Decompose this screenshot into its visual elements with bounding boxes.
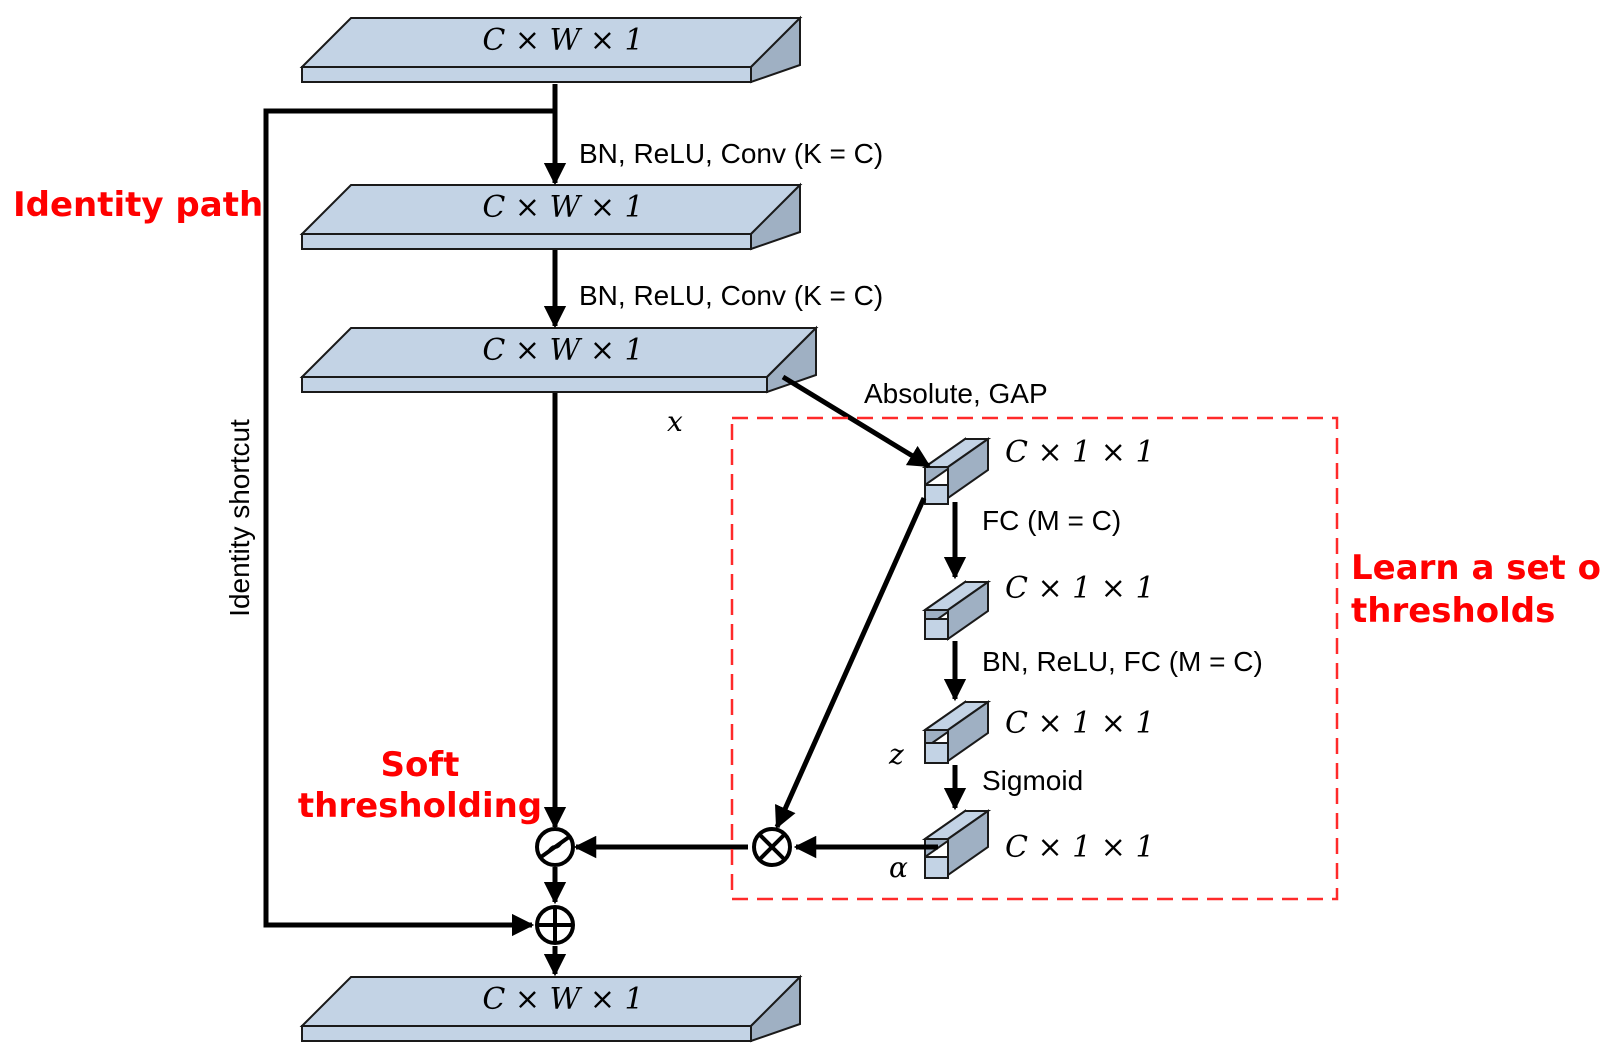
learn-thresholds-annotation-line2: thresholds — [1351, 591, 1555, 631]
block-conv1-output: C × W × 1 — [299, 182, 803, 251]
op-conv1-label: BN, ReLU, Conv (K = C) — [579, 138, 883, 169]
block-fc2-label: C × 1 × 1 — [1005, 706, 1155, 741]
soft-threshold-icon — [535, 827, 575, 867]
soft-thresholding-annotation-line2: thresholding — [298, 786, 542, 826]
op-conv2-label: BN, ReLU, Conv (K = C) — [579, 280, 883, 311]
block-gap-label: C × 1 × 1 — [1005, 435, 1155, 470]
block-sigmoid-label: C × 1 × 1 — [1005, 830, 1155, 865]
op-abs-gap-label: Absolute, GAP — [864, 378, 1048, 409]
block-input-label: C × W × 1 — [482, 23, 643, 58]
block-gap-output — [921, 437, 992, 505]
block-conv2-label: C × W × 1 — [482, 333, 643, 368]
identity-shortcut-line — [263, 84, 558, 937]
identity-shortcut-label: Identity shortcut — [224, 419, 255, 617]
identity-path-annotation: Identity path — [13, 185, 263, 225]
block-output-label: C × W × 1 — [482, 982, 643, 1017]
var-x-label: x — [667, 405, 683, 438]
block-fc2-output — [921, 700, 992, 764]
arrow-absolute-gap — [781, 374, 931, 469]
learn-thresholds-annotation-line1: Learn a set of — [1351, 548, 1600, 588]
multiply-icon — [752, 827, 792, 867]
soft-thresholding-annotation-line1: Soft — [381, 745, 460, 785]
block-fc1-output — [921, 580, 992, 641]
var-z-label: z — [888, 738, 904, 771]
block-conv2-output: C × W × 1 — [299, 325, 819, 394]
op-fc2-label: BN, ReLU, FC (M = C) — [982, 646, 1263, 677]
arrow-gap-to-multiply — [774, 496, 927, 830]
op-fc1-label: FC (M = C) — [982, 505, 1121, 536]
op-sigmoid-label: Sigmoid — [982, 765, 1083, 796]
block-conv1-label: C × W × 1 — [482, 190, 643, 225]
block-input: C × W × 1 — [299, 15, 803, 84]
var-alpha-label: α — [889, 851, 908, 884]
add-icon — [535, 905, 575, 945]
block-output: C × W × 1 — [299, 974, 803, 1043]
block-fc1-label: C × 1 × 1 — [1005, 571, 1155, 606]
threshold-learning-region — [730, 416, 1339, 901]
